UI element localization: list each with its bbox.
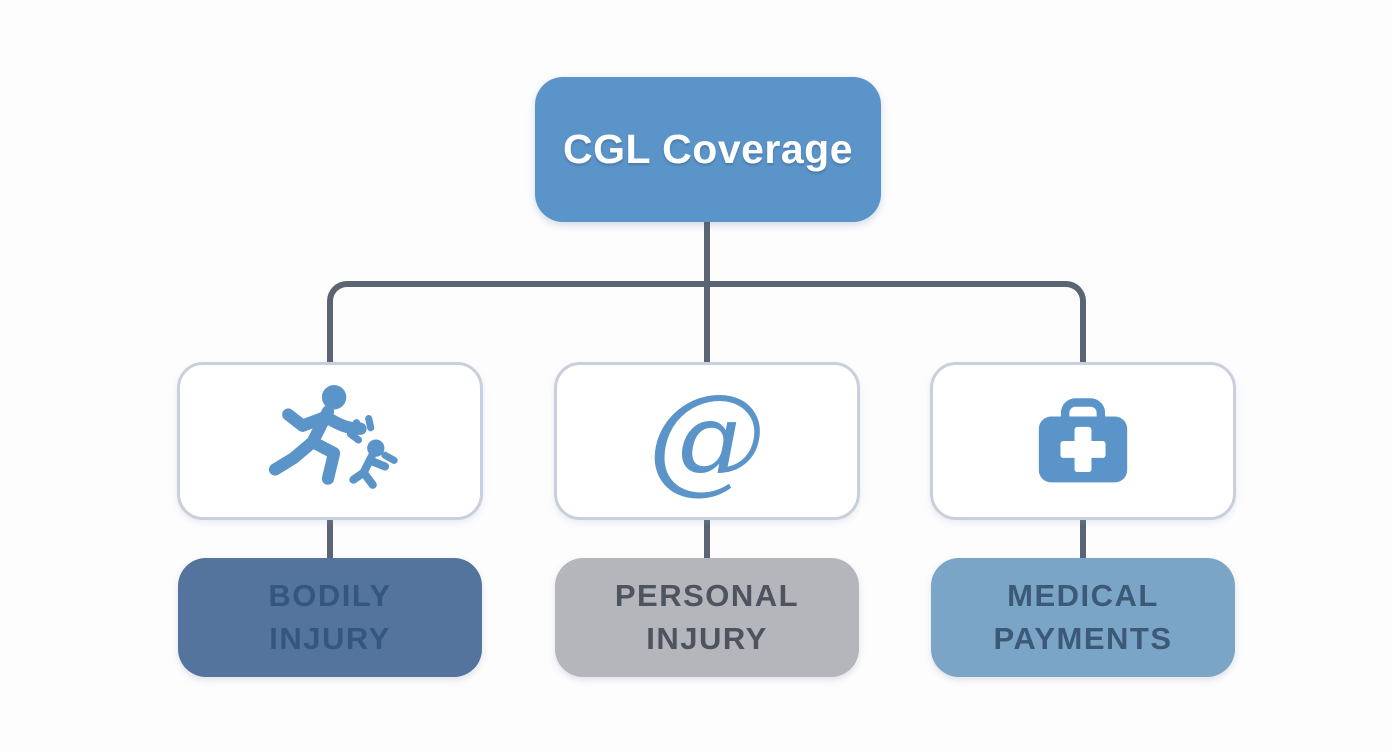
label-node-bodily-injury: BODILY INJURY <box>178 558 482 677</box>
root-node-cgl-coverage: CGL Coverage <box>535 77 881 222</box>
label-line: INJURY <box>646 620 768 656</box>
connector-stub-bodily-injury <box>327 520 333 559</box>
label-line: PAYMENTS <box>993 620 1173 656</box>
connector-root-stem <box>704 222 710 363</box>
connector-stub-medical-payments <box>1080 520 1086 559</box>
at-symbol-icon: @ <box>648 368 766 506</box>
label-line: BODILY <box>268 577 392 613</box>
root-node-title: CGL Coverage <box>562 126 854 172</box>
connector-branch-bracket <box>327 281 1086 363</box>
label-line: PERSONAL <box>614 577 800 613</box>
icon-card-personal-injury: @ <box>554 362 860 520</box>
icon-card-medical-payments <box>930 362 1236 520</box>
first-aid-kit-icon <box>1038 398 1128 483</box>
icon-card-bodily-injury <box>177 362 483 520</box>
running-person-injury-icon <box>268 385 398 489</box>
label-line: MEDICAL <box>1007 577 1159 613</box>
connector-stub-personal-injury <box>704 520 710 559</box>
label-node-medical-payments: MEDICAL PAYMENTS <box>931 558 1235 677</box>
label-line: INJURY <box>269 620 391 656</box>
label-node-personal-injury: PERSONAL INJURY <box>555 558 859 677</box>
